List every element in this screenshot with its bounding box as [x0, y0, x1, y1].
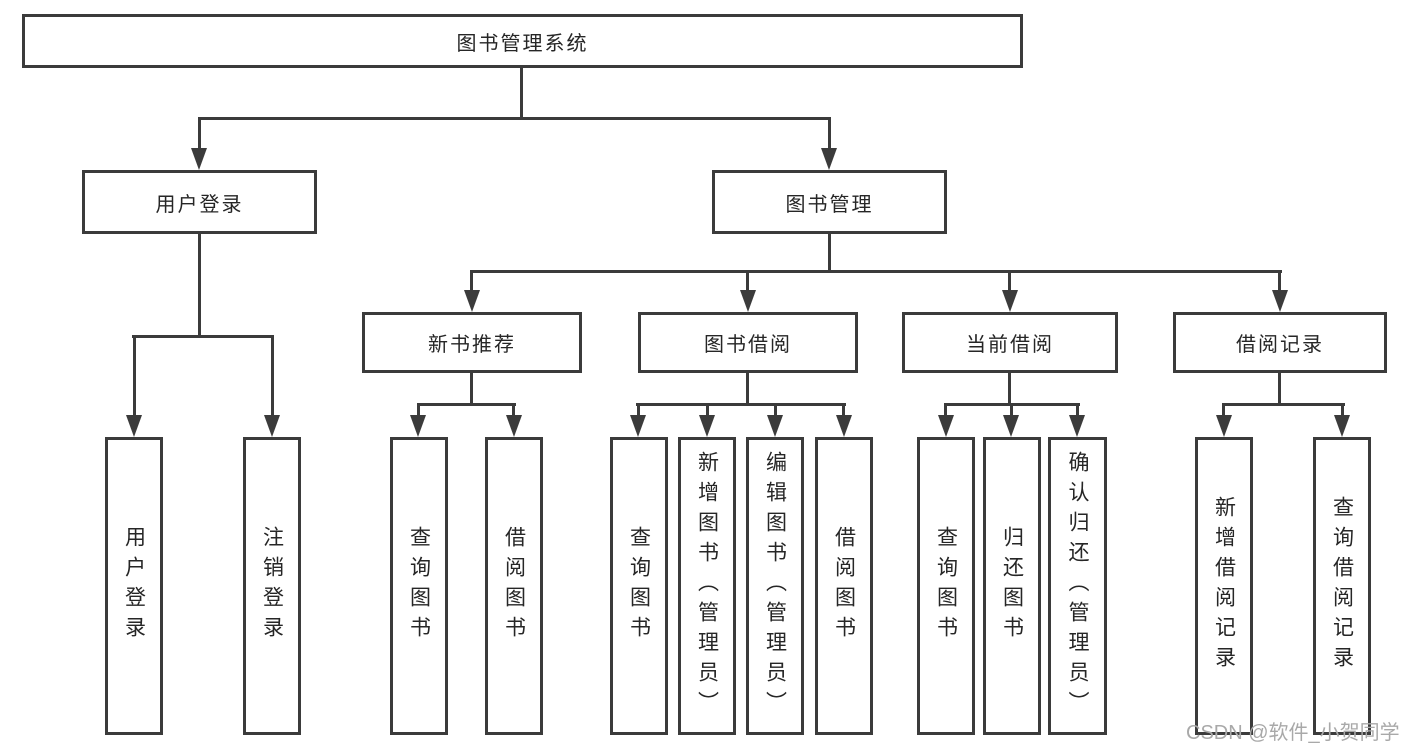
connector-drop — [1278, 373, 1281, 405]
connector-drop — [1008, 373, 1011, 405]
arrow-down-icon — [630, 415, 646, 437]
connector-level3-hline — [470, 270, 1282, 273]
leaf-logout: 注销登录 — [243, 437, 301, 735]
connector-stem-leaf — [417, 404, 420, 418]
node-new-book-recommend-label: 新书推荐 — [428, 334, 516, 356]
arrow-down-icon — [1272, 290, 1288, 312]
leaf-edit-books-admin-label: 编辑图书（管理员） — [763, 451, 787, 721]
arrow-down-icon — [821, 148, 837, 170]
arrow-down-icon — [740, 290, 756, 312]
node-root: 图书管理系统 — [22, 14, 1023, 68]
leaf-borrow-books-label: 借阅图书 — [832, 526, 856, 646]
node-user-login-label: 用户登录 — [155, 193, 244, 216]
connector-stem-leaf — [1010, 404, 1013, 418]
connector-stem-leaf — [637, 404, 640, 418]
leaf-edit-books-admin: 编辑图书（管理员） — [746, 437, 804, 735]
node-borrowing-records: 借阅记录 — [1173, 312, 1387, 373]
arrow-down-icon — [191, 148, 207, 170]
leaf-query-books-borrowing-label: 查询图书 — [627, 526, 651, 646]
leaf-add-borrow-record: 新增借阅记录 — [1195, 437, 1253, 735]
node-new-book-recommend: 新书推荐 — [362, 312, 582, 373]
node-current-borrowing: 当前借阅 — [902, 312, 1118, 373]
connector-stem-leaf — [1076, 404, 1079, 418]
leaf-query-borrow-record: 查询借阅记录 — [1313, 437, 1371, 735]
arrow-down-icon — [506, 415, 522, 437]
connector-stem-level3 — [470, 271, 473, 292]
connector-root-drop — [520, 67, 523, 120]
arrow-down-icon — [938, 415, 954, 437]
leaf-query-books-borrowing: 查询图书 — [610, 437, 668, 735]
connector-stem-leaf — [133, 336, 136, 417]
connector-stem-level3 — [1278, 271, 1281, 292]
connector-group-hline — [1222, 403, 1345, 406]
connector-stem-level3 — [746, 271, 749, 292]
leaf-query-books-current: 查询图书 — [917, 437, 975, 735]
node-borrowing-records-label: 借阅记录 — [1236, 334, 1324, 356]
arrow-down-icon — [767, 415, 783, 437]
leaf-borrow-books-recommend-label: 借阅图书 — [502, 526, 526, 646]
leaf-confirm-return-admin-label: 确认归还（管理员） — [1066, 451, 1089, 721]
arrow-down-icon — [836, 415, 852, 437]
leaf-query-books-recommend: 查询图书 — [390, 437, 448, 735]
connector-drop — [470, 373, 473, 405]
connector-stem-leaf — [271, 336, 274, 417]
watermark: CSDN @软件_小贺同学 — [1186, 722, 1400, 744]
connector-stem-leaf — [512, 404, 515, 418]
connector-stem-leaf — [706, 404, 709, 418]
connector-level2-hline — [198, 117, 831, 120]
connector-group-hline — [417, 403, 516, 406]
node-root-label: 图书管理系统 — [456, 32, 589, 55]
arrow-down-icon — [699, 415, 715, 437]
arrow-down-icon — [1069, 415, 1085, 437]
connector-stem-leaf — [774, 404, 777, 418]
connector-stem-book-management — [828, 118, 831, 152]
connector-book-management-drop — [828, 234, 831, 273]
connector-stem-leaf — [1341, 404, 1344, 418]
connector-stem-user-login — [198, 118, 201, 152]
connector-stem-leaf — [842, 404, 845, 418]
connector-user-login-hline — [132, 335, 274, 338]
leaf-confirm-return-admin: 确认归还（管理员） — [1048, 437, 1107, 735]
node-book-management: 图书管理 — [712, 170, 947, 234]
arrow-down-icon — [1216, 415, 1232, 437]
leaf-user-login: 用户登录 — [105, 437, 163, 735]
leaf-user-login-label: 用户登录 — [122, 526, 146, 646]
leaf-query-borrow-record-label: 查询借阅记录 — [1330, 496, 1354, 676]
arrow-down-icon — [1003, 415, 1019, 437]
arrow-down-icon — [126, 415, 142, 437]
node-book-borrowing-label: 图书借阅 — [704, 334, 792, 356]
leaf-return-books: 归还图书 — [983, 437, 1041, 735]
leaf-query-books-recommend-label: 查询图书 — [407, 526, 431, 646]
node-current-borrowing-label: 当前借阅 — [966, 334, 1054, 356]
leaf-borrow-books-recommend: 借阅图书 — [485, 437, 543, 735]
node-book-borrowing: 图书借阅 — [638, 312, 858, 373]
leaf-query-books-current-label: 查询图书 — [934, 526, 958, 646]
leaf-add-borrow-record-label: 新增借阅记录 — [1212, 496, 1236, 676]
leaf-add-books-admin: 新增图书（管理员） — [678, 437, 736, 735]
connector-group-hline — [636, 403, 846, 406]
leaf-logout-label: 注销登录 — [260, 526, 284, 646]
arrow-down-icon — [410, 415, 426, 437]
arrow-down-icon — [464, 290, 480, 312]
connector-stem-leaf — [1222, 404, 1225, 418]
connector-stem-level3 — [1008, 271, 1011, 292]
node-book-management-label: 图书管理 — [785, 193, 874, 216]
node-user-login: 用户登录 — [82, 170, 317, 234]
arrow-down-icon — [1002, 290, 1018, 312]
connector-stem-leaf — [944, 404, 947, 418]
leaf-return-books-label: 归还图书 — [1000, 526, 1024, 646]
arrow-down-icon — [264, 415, 280, 437]
connector-drop — [746, 373, 749, 405]
connector-user-login-drop — [198, 234, 201, 337]
arrow-down-icon — [1334, 415, 1350, 437]
leaf-add-books-admin-label: 新增图书（管理员） — [695, 451, 719, 721]
leaf-borrow-books: 借阅图书 — [815, 437, 873, 735]
